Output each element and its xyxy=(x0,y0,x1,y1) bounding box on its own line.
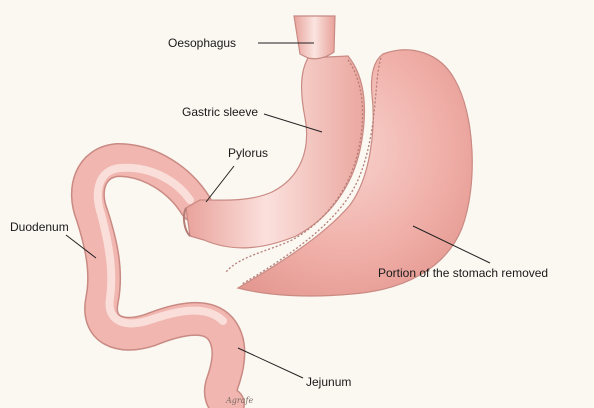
oesophagus-tube xyxy=(294,16,335,59)
label-duodenum: Duodenum xyxy=(10,220,69,234)
leader-pylorus xyxy=(206,166,234,202)
leader-jejunum xyxy=(238,348,303,378)
artist-signature: Agrafe xyxy=(226,396,253,405)
label-jejunum: Jejunum xyxy=(306,375,351,389)
label-pylorus: Pylorus xyxy=(228,146,268,160)
label-oesophagus: Oesophagus xyxy=(168,36,236,50)
label-portion-removed: Portion of the stomach removed xyxy=(378,266,548,280)
label-gastric-sleeve: Gastric sleeve xyxy=(182,105,258,119)
